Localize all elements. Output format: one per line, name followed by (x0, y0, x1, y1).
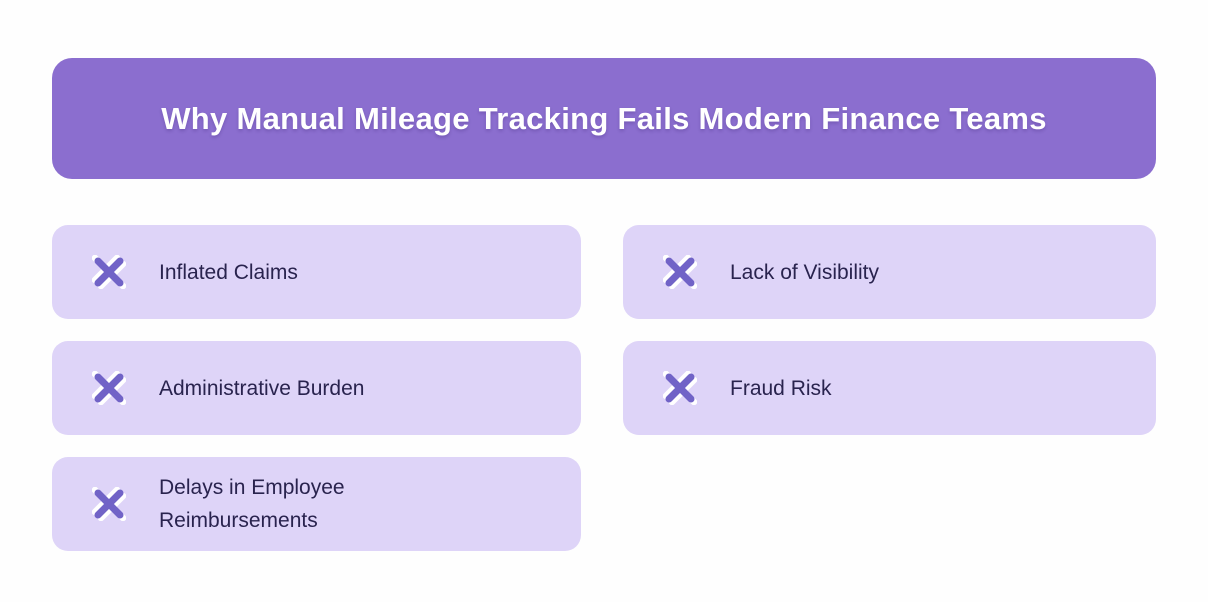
x-mark-icon (662, 254, 698, 290)
x-mark-icon (91, 254, 127, 290)
card-label: Lack of Visibility (730, 260, 880, 284)
card-label: Delays in Employee Reimbursements (159, 476, 345, 532)
failure-card: Inflated Claims (52, 225, 581, 319)
page-title: Why Manual Mileage Tracking Fails Modern… (161, 100, 1047, 136)
failure-card: Delays in Employee Reimbursements (52, 457, 581, 551)
card-label: Administrative Burden (159, 376, 365, 400)
failure-card: Administrative Burden (52, 341, 581, 435)
card-label: Inflated Claims (159, 260, 298, 284)
x-mark-icon (662, 370, 698, 406)
header-banner: Why Manual Mileage Tracking Fails Modern… (52, 58, 1156, 179)
x-mark-icon (91, 486, 127, 522)
card-label: Fraud Risk (730, 376, 832, 400)
x-mark-icon (91, 370, 127, 406)
failure-card: Fraud Risk (623, 341, 1156, 435)
failure-card: Lack of Visibility (623, 225, 1156, 319)
